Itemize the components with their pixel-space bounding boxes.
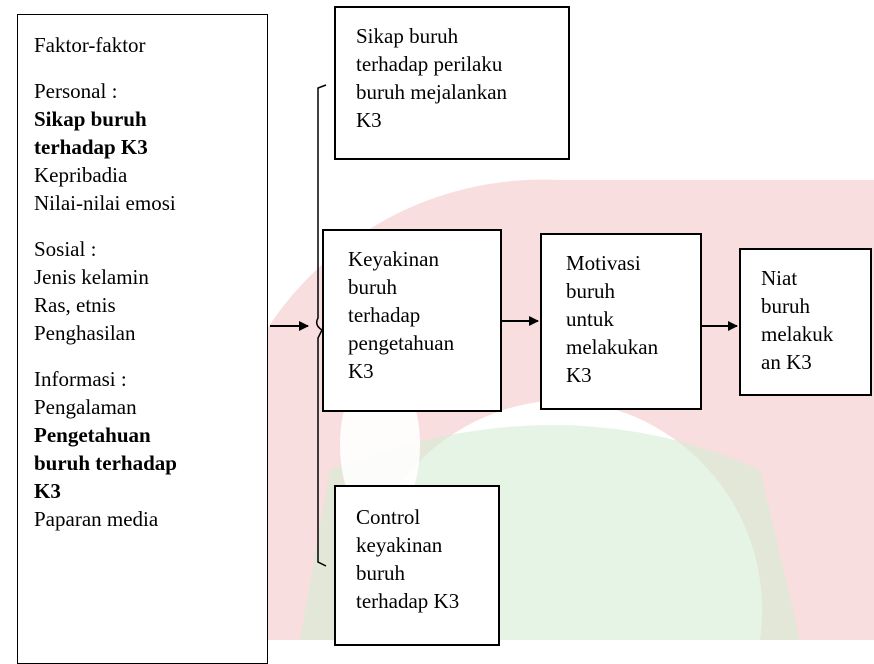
control-box: Control keyakinan buruh terhadap K3	[334, 485, 500, 646]
attitude-line: terhadap perilaku	[356, 52, 503, 76]
attitude-line: K3	[356, 108, 382, 132]
intention-box: Niat buruh melakuk an K3	[739, 248, 872, 396]
information-item: Pengalaman	[34, 395, 137, 419]
belief-line: buruh	[348, 275, 397, 299]
attitude-box: Sikap buruh terhadap perilaku buruh meja…	[334, 6, 570, 160]
personal-item: Nilai-nilai emosi	[34, 191, 176, 215]
information-item: Paparan media	[34, 507, 159, 531]
intention-line: melakuk	[761, 322, 834, 346]
control-line: keyakinan	[356, 533, 443, 557]
diagram-connectors	[270, 84, 738, 567]
attitude-line: buruh mejalankan	[356, 80, 508, 104]
bracket-line	[315, 84, 327, 567]
motivation-line: buruh	[566, 279, 615, 303]
motivation-line: untuk	[566, 307, 614, 331]
belief-line: Keyakinan	[348, 247, 439, 271]
control-line: terhadap K3	[356, 589, 460, 613]
personal-item: Sikap buruh	[34, 107, 147, 131]
attitude-line: Sikap buruh	[356, 24, 459, 48]
information-heading: Informasi :	[34, 367, 127, 391]
belief-line: K3	[348, 359, 374, 383]
social-heading: Sosial :	[34, 237, 97, 261]
social-item: Penghasilan	[34, 321, 136, 345]
motivation-box: Motivasi buruh untuk melakukan K3	[540, 233, 702, 410]
control-line: buruh	[356, 561, 405, 585]
belief-line: terhadap	[348, 303, 421, 327]
intention-line: an K3	[761, 350, 812, 374]
factors-box: Faktor-faktor Personal : Sikap buruh ter…	[17, 14, 268, 664]
motivation-line: Motivasi	[566, 251, 641, 275]
motivation-line: melakukan	[566, 335, 659, 359]
personal-item: Kepribadia	[34, 163, 128, 187]
social-item: Ras, etnis	[34, 293, 116, 317]
personal-heading: Personal :	[34, 79, 118, 103]
control-line: Control	[356, 505, 421, 529]
social-item: Jenis kelamin	[34, 265, 149, 289]
information-item: Pengetahuan	[34, 423, 151, 447]
information-item: K3	[34, 479, 61, 503]
information-item: buruh terhadap	[34, 451, 177, 475]
intention-line: buruh	[761, 294, 810, 318]
belief-box: Keyakinan buruh terhadap pengetahuan K3	[322, 229, 502, 412]
intention-line: Niat	[761, 266, 798, 290]
belief-line: pengetahuan	[348, 331, 455, 355]
factors-title: Faktor-faktor	[34, 33, 146, 57]
personal-item: terhadap K3	[34, 135, 148, 159]
motivation-line: K3	[566, 363, 592, 387]
